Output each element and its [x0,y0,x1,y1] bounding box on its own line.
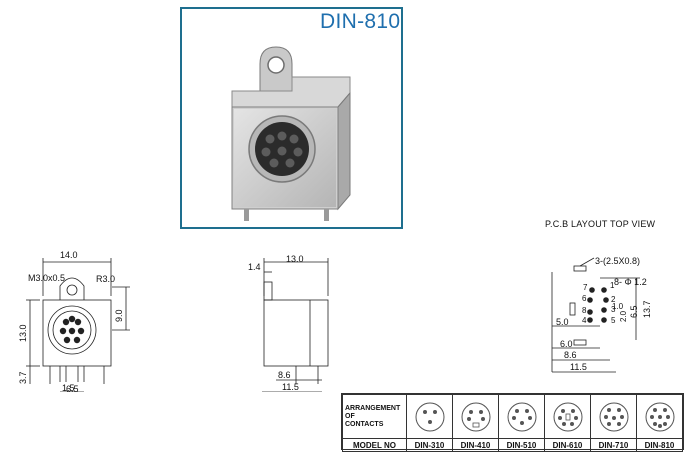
pcb-hole [601,307,607,313]
pin-layout-cell [544,394,591,439]
pcb-hole [587,317,593,323]
product-photo-frame [180,7,403,229]
pcb-hole [589,287,595,293]
pcb-5-0-dim: 5.0 [556,317,569,327]
pin-layout-cell [498,394,545,439]
pcb-1-0-dim: 1.0 [612,302,624,311]
technical-drawings: 7 1 6 2 3 8 4 5 14.0 M3.0x0.5 R3.0 9.0 1… [18,250,652,392]
pin-layout-cell [590,394,637,439]
front-pin [62,318,70,326]
pcb-pin-number: 1 [610,281,615,290]
pcb-6-5-dim: 6.5 [629,305,639,318]
side-13-0-dim: 13.0 [286,254,304,264]
front-3-7-dim: 3.7 [18,371,28,384]
pin-layout-icon [553,402,582,431]
side-1-4-dim: 1.4 [248,262,261,272]
front-width-dim: 14.0 [60,250,78,260]
pin-layout-icon [599,402,628,431]
side-11-5-dim: 11.5 [282,382,299,392]
front-pin [68,315,76,323]
front-pin [73,336,81,344]
model-title: DIN-810 [320,10,401,33]
front-pin [59,327,67,335]
front-thread-dim: M3.0x0.5 [28,273,65,283]
front-radius-dim: R3.0 [96,274,115,284]
pcb-pin-number: 6 [582,294,587,303]
front-pin [74,318,82,326]
model-cell: DIN-410 [452,438,499,452]
contacts-table: ARRANGEMENT OF CONTACTS [341,393,684,452]
pcb-pin-number: 5 [611,316,616,325]
pcb-holes-dim: 8- Φ 1.2 [614,277,647,287]
pcb-pin-number: 4 [582,316,587,325]
front-height-dim: 13.0 [18,324,28,342]
pcb-slot-dim: 3-(2.5X0.8) [595,256,640,266]
pcb-pin-number: 8 [582,306,587,315]
front-6-5-dim: 6.5 [66,384,79,392]
pcb-6-0-dim: 6.0 [560,339,573,349]
pcb-pin-number: 3 [611,305,616,314]
pcb-pin-number: 2 [611,295,616,304]
pcb-pin-number: 7 [583,283,588,292]
pcb-hole [601,287,607,293]
model-cell: DIN-310 [406,438,453,452]
pcb-hole [587,309,593,315]
front-pin [68,327,76,335]
pcb-hole [601,317,607,323]
pin-layout-icon [645,402,674,431]
pin-layout-icon [507,402,536,431]
model-cell: DIN-710 [590,438,637,452]
pcb-13-7-dim: 13.7 [642,300,652,318]
pcb-hole [603,297,609,303]
front-1-5-dim: 1.5 [62,383,75,392]
pin-layout-icon [461,402,490,431]
pin-layout-icon [415,402,444,431]
model-no-label: MODEL NO [342,438,407,452]
model-cell: DIN-510 [498,438,545,452]
pcb-hole [587,297,593,303]
pin-layout-cell [452,394,499,439]
front-pin [77,327,85,335]
side-8-6-dim: 8.6 [278,370,291,380]
pcb-11-5-dim: 11.5 [570,362,587,372]
front-pin [63,336,71,344]
pcb-2-0-dim: 2.0 [619,310,628,322]
arrangement-header: ARRANGEMENT OF CONTACTS [342,394,407,439]
pcb-layout-title: P.C.B LAYOUT TOP VIEW [545,219,656,229]
connector-photo [231,46,351,221]
pin-layout-cell [636,394,683,439]
pcb-8-6-dim: 8.6 [564,350,577,360]
model-cell: DIN-610 [544,438,591,452]
model-cell: DIN-810 [636,438,683,452]
front-9-dim: 9.0 [114,309,124,322]
pin-layout-cell [406,394,453,439]
